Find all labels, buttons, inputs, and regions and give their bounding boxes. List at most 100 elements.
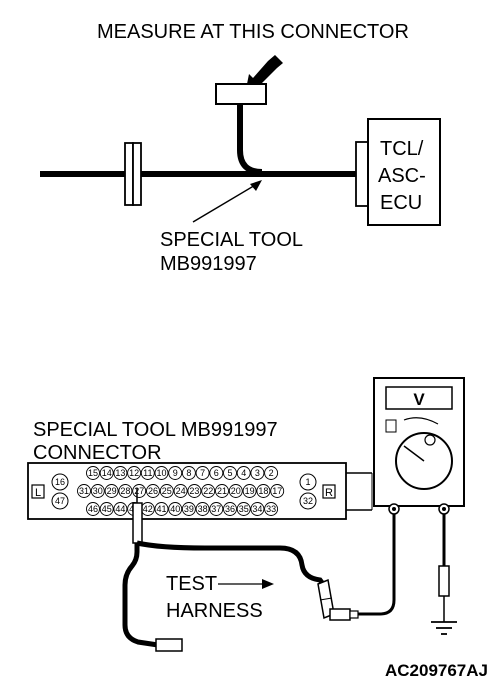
pin-26 [146, 484, 160, 498]
pin-label-7: 7 [200, 468, 205, 478]
pin-label-5: 5 [227, 468, 232, 478]
pin-21 [215, 484, 229, 498]
test-harness-plug [155, 638, 183, 652]
pin-label-6: 6 [214, 468, 219, 478]
pin-14 [99, 466, 114, 480]
pin-27 [132, 484, 147, 498]
ecu-label-1: TCL/ [380, 138, 424, 160]
pin-label-20: 20 [231, 486, 241, 496]
positive-lead [358, 514, 396, 616]
ecu-connector [355, 141, 369, 207]
ground-clip [438, 565, 450, 597]
pin-label-29: 29 [107, 486, 117, 496]
pin-corner-16 [51, 473, 69, 491]
pin-corner-32 [299, 492, 317, 510]
pin-label-27: 27 [134, 486, 144, 496]
pin-corner-47 [51, 492, 69, 510]
pin-45 [99, 502, 114, 516]
pin-label-2: 2 [269, 468, 274, 478]
pin-label-19: 19 [245, 486, 255, 496]
pin-label-23: 23 [189, 486, 199, 496]
voltmeter-symbol: V [413, 390, 425, 409]
pin-31 [77, 484, 91, 498]
pin-label-14: 14 [102, 468, 112, 478]
pin-label-17: 17 [272, 486, 282, 496]
ecu-box [367, 118, 441, 226]
harness-label: HARNESS [166, 600, 263, 622]
pin-label-16: 16 [55, 477, 65, 487]
pin-25 [159, 484, 174, 498]
pin-36 [223, 502, 237, 516]
voltmeter-knob [424, 434, 436, 446]
pin-15 [86, 466, 100, 480]
pin-label-3: 3 [255, 468, 260, 478]
voltmeter-switch [385, 419, 397, 433]
pin-label-22: 22 [203, 486, 213, 496]
pin-label-15: 15 [88, 468, 98, 478]
test-arrowhead [262, 579, 274, 589]
ecu-label-2: ASC- [378, 165, 426, 187]
pin-label-33: 33 [266, 504, 276, 514]
pin-19 [242, 484, 257, 498]
pin-corner-1 [299, 473, 317, 491]
special-tool-label-1: SPECIAL TOOL [160, 229, 303, 251]
pin-label-12: 12 [129, 468, 139, 478]
branch-wire [237, 104, 263, 175]
measure-connector [215, 83, 267, 105]
pin-label-24: 24 [176, 486, 186, 496]
pin-label-13: 13 [115, 468, 125, 478]
pin-label-39: 39 [184, 504, 194, 514]
inline-connector-a [124, 142, 134, 206]
pin-17 [270, 484, 285, 498]
pin-39 [181, 502, 196, 516]
pin-label-8: 8 [186, 468, 191, 478]
pin-label-18: 18 [258, 486, 268, 496]
pin-label-35: 35 [239, 504, 249, 514]
pin-label-45: 45 [102, 504, 112, 514]
pin-label-32: 32 [303, 496, 313, 506]
pin-8 [181, 466, 196, 480]
pin-23 [187, 484, 202, 498]
probe-pin-27 [132, 502, 143, 544]
right-marker: R [325, 487, 333, 499]
pin-label-36: 36 [225, 504, 235, 514]
pin-label-47: 47 [55, 496, 65, 506]
pin-label-46: 46 [88, 504, 98, 514]
pin-11 [140, 466, 155, 480]
pin-22 [201, 484, 216, 498]
pin-18 [256, 484, 271, 498]
pin-label-25: 25 [162, 486, 172, 496]
pin-3 [250, 466, 265, 480]
pin-29 [104, 484, 119, 498]
pin-label-44: 44 [115, 504, 125, 514]
special-tool-label-2: MB991997 [160, 253, 257, 275]
figure-code: AC209767AJ [385, 661, 488, 680]
pin-label-26: 26 [148, 486, 158, 496]
pin-44 [113, 502, 128, 516]
pin-20 [228, 484, 243, 498]
pin-label-4: 4 [241, 468, 246, 478]
pin-4 [236, 466, 251, 480]
pin-34 [250, 502, 265, 516]
pin-label-40: 40 [170, 504, 180, 514]
pin-label-10: 10 [156, 468, 166, 478]
left-marker-box [31, 484, 45, 499]
pin-41 [154, 502, 169, 516]
connector-title-1: SPECIAL TOOL MB991997 [33, 419, 278, 441]
pin-33 [264, 502, 279, 516]
test-harness-wire-2 [136, 540, 328, 590]
inline-connector-b [132, 142, 142, 206]
pin-9 [168, 466, 183, 480]
pin-label-30: 30 [93, 486, 103, 496]
test-label: TEST [166, 573, 217, 595]
pin-40 [168, 502, 183, 516]
voltmeter-scale [403, 417, 439, 425]
pin-30 [90, 484, 105, 498]
left-marker: L [35, 487, 41, 499]
pin-label-21: 21 [217, 486, 227, 496]
pin-label-1: 1 [305, 477, 310, 487]
pin-2 [264, 466, 279, 480]
